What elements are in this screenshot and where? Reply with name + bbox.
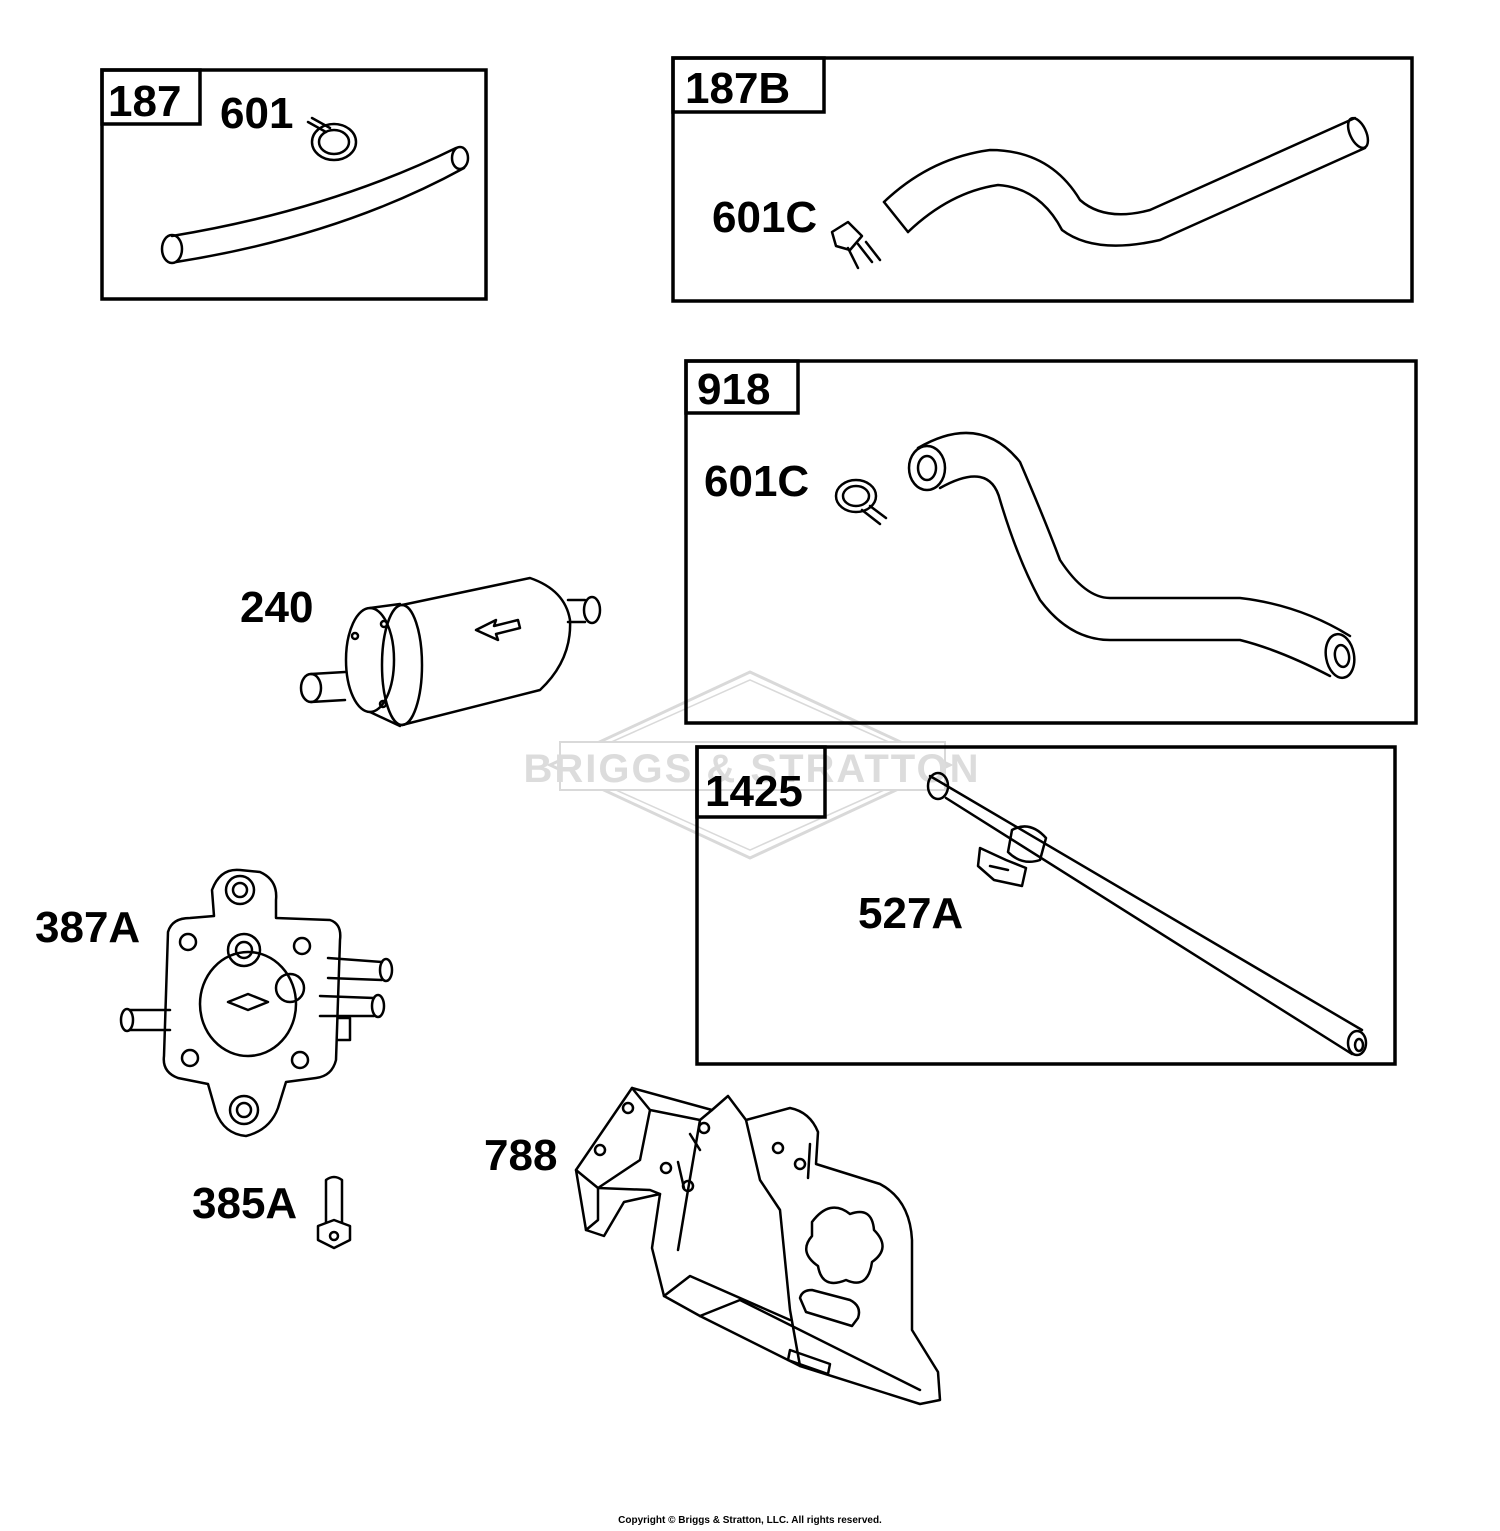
- part-label-385a: 385A: [192, 1179, 297, 1228]
- fuel-filter-icon: [299, 576, 602, 728]
- part-label-601c-b: 601C: [704, 457, 809, 506]
- part-label-527a: 527A: [858, 889, 963, 938]
- group-1425: 1425 527A: [695, 745, 1397, 1066]
- fuel-pump-387a: 387A: [35, 868, 394, 1138]
- group-label-918: 918: [697, 365, 770, 414]
- hose-clamp-icon: [306, 116, 358, 162]
- copyright-text: Copyright © Briggs & Stratton, LLC. All …: [618, 1515, 882, 1526]
- group-label-1425: 1425: [705, 767, 803, 816]
- screw-icon: [316, 1175, 352, 1250]
- part-label-601: 601: [220, 89, 293, 138]
- fuel-hose-icon: [882, 116, 1370, 247]
- hose-clamp-icon: [830, 220, 882, 270]
- group-label-187b: 187B: [685, 64, 790, 113]
- group-label-187: 187: [108, 77, 181, 126]
- part-label-788: 788: [484, 1131, 557, 1180]
- svg-text:BRIGGS & STRATTON: BRIGGS & STRATTON: [524, 747, 981, 791]
- group-918: 918 601C: [684, 359, 1418, 725]
- fuel-filter-240: 240: [240, 576, 602, 728]
- hose-clamp-icon: [834, 478, 888, 526]
- fuel-hose-icon: [160, 145, 470, 265]
- group-187b: 187B 601C: [671, 56, 1414, 303]
- fuel-pump-icon: [119, 868, 394, 1138]
- fuel-hose-icon: [907, 431, 1356, 680]
- group-187: 187 601: [100, 68, 488, 301]
- tube-clip-icon: [976, 825, 1048, 888]
- part-label-240: 240: [240, 583, 313, 632]
- screw-385a: 385A: [192, 1175, 352, 1250]
- fuel-tube-icon: [926, 771, 1368, 1057]
- part-label-387a: 387A: [35, 903, 140, 952]
- bracket-icon: [574, 1086, 942, 1406]
- watermark-logo: BRIGGS & STRATTON: [524, 670, 981, 860]
- bracket-788: 788: [484, 1086, 942, 1406]
- part-label-601c-a: 601C: [712, 193, 817, 242]
